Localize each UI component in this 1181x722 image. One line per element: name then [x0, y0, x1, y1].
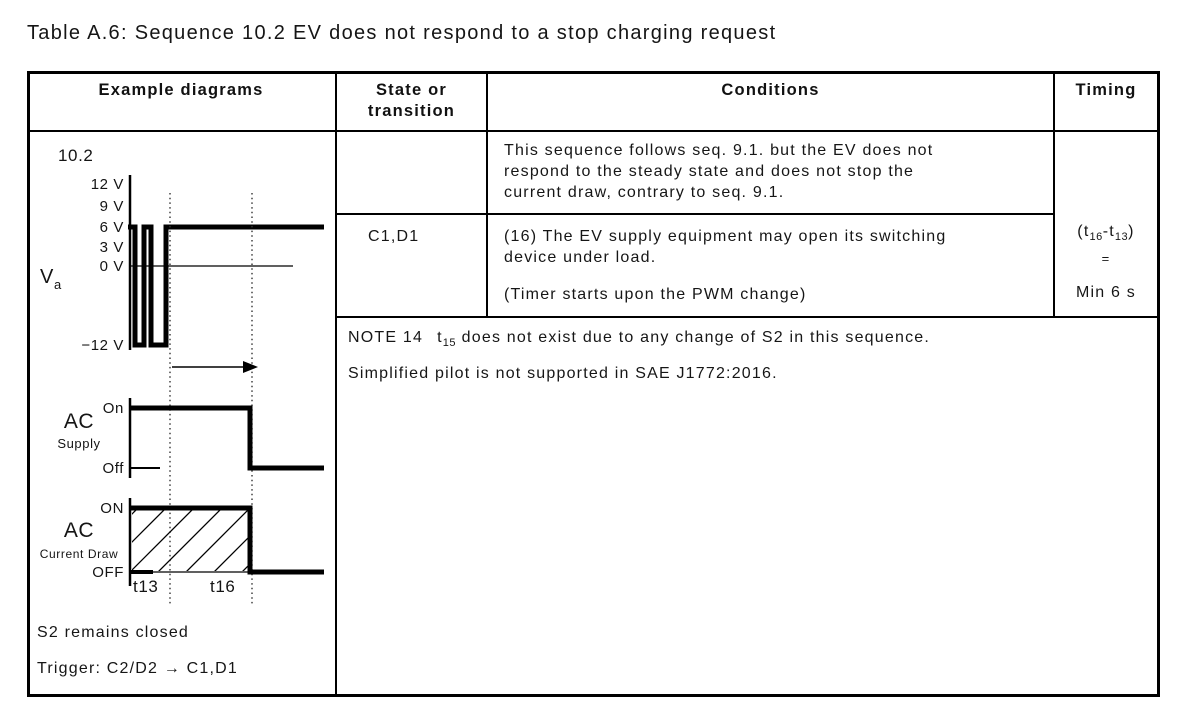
table-border-right: [1157, 71, 1160, 697]
ac-current-sublabel: Current Draw: [40, 547, 119, 561]
header-conditions: Conditions: [721, 81, 820, 99]
row2-condition-main: (16) The EV supply equipment may open it…: [504, 228, 947, 266]
header-row-divider: [27, 130, 1160, 132]
row2-condition-timer: (Timer starts upon the PWM change): [504, 286, 807, 303]
va-sub: a: [54, 277, 62, 292]
t16-label: t16: [210, 577, 235, 596]
va-base: V: [40, 266, 54, 288]
timing-sub-16: 16: [1089, 231, 1103, 243]
timing-formula-mid: -t: [1102, 223, 1115, 240]
col-divider-state: [486, 71, 488, 318]
trigger-note: Trigger: C2/D2 → C1,D1: [37, 660, 238, 677]
table-border-left: [27, 71, 30, 697]
pilot-waveform: [128, 224, 324, 348]
row-divider-2: [335, 316, 1160, 318]
level-6v: 6 V: [100, 219, 124, 236]
ac-current-on-label: ON: [100, 500, 124, 517]
note-line-1: NOTE 14 t15 does not exist due to any cha…: [348, 327, 1148, 349]
note-line-2: Simplified pilot is not supported in SAE…: [348, 365, 778, 382]
table-caption: Table A.6: Sequence 10.2 EV does not res…: [27, 22, 777, 44]
note-t: t: [437, 329, 443, 346]
level-3v: 3 V: [100, 239, 124, 256]
level-9v: 9 V: [100, 198, 124, 215]
t13-label: t13: [133, 577, 158, 596]
ac-current-waveform: [130, 505, 324, 575]
ac-current-off-label: OFF: [92, 564, 124, 581]
header-example-diagrams: Example diagrams: [98, 81, 264, 99]
col-divider-diagrams: [335, 71, 337, 697]
va-label: Va: [40, 266, 62, 292]
row-divider-1: [335, 213, 1053, 215]
timing-sub-13: 13: [1114, 231, 1129, 243]
level-12v: 12 V: [91, 176, 124, 193]
row2-state-value: C1,D1: [368, 228, 420, 245]
ac-supply-off-label: Off: [102, 460, 124, 477]
timing-formula-close: ): [1128, 223, 1135, 240]
col-divider-timing: [1053, 71, 1055, 318]
timing-formula: (t16-t13): [1055, 221, 1157, 243]
ac-current-hatch: [132, 509, 249, 571]
ac-supply-sublabel: Supply: [57, 436, 100, 451]
timing-equals: =: [1101, 251, 1111, 266]
row1-conditions-text: This sequence follows seq. 9.1. but the …: [504, 142, 934, 201]
timing-formula-open: (t: [1077, 223, 1090, 240]
note-label: NOTE 14: [348, 329, 424, 346]
timing-value: Min 6 s: [1076, 284, 1136, 301]
table-border-bottom: [27, 694, 1160, 697]
level-0v: 0 V: [100, 258, 124, 275]
ac-supply-on-label: On: [103, 400, 124, 417]
note-t-sub-15: 15: [442, 337, 456, 349]
note-text: does not exist due to any change of S2 i…: [456, 329, 931, 346]
table-border-top: [27, 71, 1160, 74]
timer-arrow-head: [243, 361, 258, 373]
ac-supply-name: AC: [64, 410, 94, 433]
example-diagram: 10.2 12 V 9 V 6 V 3 V 0 V −12 V Va On AC…: [40, 146, 324, 606]
header-timing: Timing: [1075, 81, 1137, 99]
ac-supply-waveform: [130, 405, 324, 471]
ac-current-name: AC: [64, 519, 94, 542]
s2-note: S2 remains closed: [37, 624, 190, 641]
sequence-number: 10.2: [58, 146, 94, 165]
header-state-or-transition: State or transition: [367, 81, 456, 120]
level-neg12v: −12 V: [81, 337, 124, 354]
